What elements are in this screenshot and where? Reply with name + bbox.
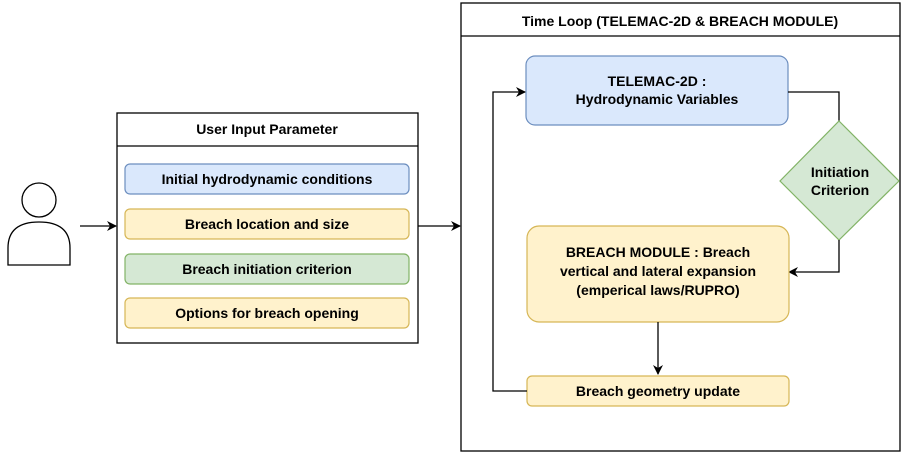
svg-text:Breach geometry update: Breach geometry update	[576, 383, 740, 399]
svg-text:Criterion: Criterion	[811, 182, 869, 198]
arrow-loop-back-to-telemac	[492, 87, 527, 392]
user-input-title: User Input Parameter	[196, 121, 338, 137]
svg-text:BREACH MODULE : Breach: BREACH MODULE : Breach	[566, 244, 750, 260]
arrow-criterion-to-breach-module	[788, 240, 840, 277]
telemac-box: TELEMAC-2D : Hydrodynamic Variables	[525, 55, 789, 126]
svg-text:Breach initiation criterion: Breach initiation criterion	[182, 261, 352, 277]
input-item-initial-conditions: Initial hydrodynamic conditions	[124, 163, 410, 195]
input-item-initiation-criterion: Breach initiation criterion	[124, 253, 410, 285]
svg-text:(emperical laws/RUPRO): (emperical laws/RUPRO)	[576, 282, 739, 298]
user-input-panel: User Input Parameter Initial hydrodynami…	[116, 112, 419, 344]
svg-text:vertical and lateral expansion: vertical and lateral expansion	[560, 263, 756, 279]
connector-telemac-to-criterion	[788, 91, 840, 121]
svg-text:Options for breach opening: Options for breach opening	[175, 305, 359, 321]
breach-module-box: BREACH MODULE : Breach vertical and late…	[526, 225, 790, 323]
geometry-update-box: Breach geometry update	[526, 375, 790, 407]
svg-text:Initial hydrodynamic condition: Initial hydrodynamic conditions	[162, 171, 373, 187]
user-icon	[7, 182, 71, 266]
input-item-breach-location: Breach location and size	[124, 208, 410, 240]
svg-text:TELEMAC-2D :: TELEMAC-2D :	[608, 73, 707, 89]
input-item-breach-opening-options: Options for breach opening	[124, 297, 410, 329]
time-loop-title: Time Loop (TELEMAC-2D & BREACH MODULE)	[522, 13, 838, 29]
svg-text:Initiation: Initiation	[811, 164, 869, 180]
svg-text:Hydrodynamic Variables: Hydrodynamic Variables	[576, 91, 739, 107]
svg-text:Breach location and size: Breach location and size	[185, 216, 349, 232]
